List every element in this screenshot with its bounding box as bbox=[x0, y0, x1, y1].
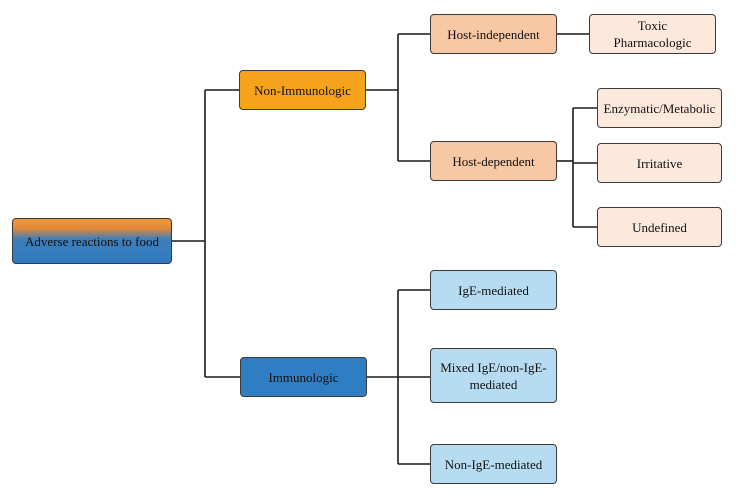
node-label: Non-Immunologic bbox=[254, 82, 351, 98]
node-label: Adverse reactions to food bbox=[25, 233, 159, 249]
node-label-line-1: Toxic bbox=[637, 18, 668, 33]
node-non-ige-mediated: Non-IgE-mediated bbox=[430, 444, 557, 484]
node-label: Immunologic bbox=[268, 369, 339, 385]
node-immunologic: Immunologic bbox=[240, 357, 367, 397]
node-label: Host-independent bbox=[447, 26, 540, 42]
node-ige-mediated: IgE-mediated bbox=[430, 270, 557, 310]
node-undefined: Undefined bbox=[597, 207, 722, 247]
node-enzymatic-metabolic: Enzymatic/Metabolic bbox=[597, 88, 722, 128]
node-mixed-ige-non-ige-mediated: Mixed IgE/non-IgE- mediated bbox=[430, 348, 557, 403]
node-host-independent: Host-independent bbox=[430, 14, 557, 54]
node-label: Enzymatic/Metabolic bbox=[603, 100, 716, 116]
node-adverse-reactions-to-food: Adverse reactions to food bbox=[12, 218, 172, 264]
node-label: Irritative bbox=[636, 155, 683, 171]
node-label: Undefined bbox=[632, 219, 687, 235]
node-label: Non-IgE-mediated bbox=[444, 456, 543, 472]
node-label-line-2: Pharmacologic bbox=[613, 35, 692, 50]
node-label: IgE-mediated bbox=[458, 282, 529, 298]
node-label-line-1: Mixed IgE/non-IgE- bbox=[440, 359, 547, 375]
node-toxic-pharmacologic: Toxic Pharmacologic bbox=[589, 14, 716, 54]
node-label-line-2: mediated bbox=[469, 376, 518, 392]
node-label: Host-dependent bbox=[452, 153, 535, 169]
node-irritative: Irritative bbox=[597, 143, 722, 183]
node-non-immunologic: Non-Immunologic bbox=[239, 70, 366, 110]
node-host-dependent: Host-dependent bbox=[430, 141, 557, 181]
